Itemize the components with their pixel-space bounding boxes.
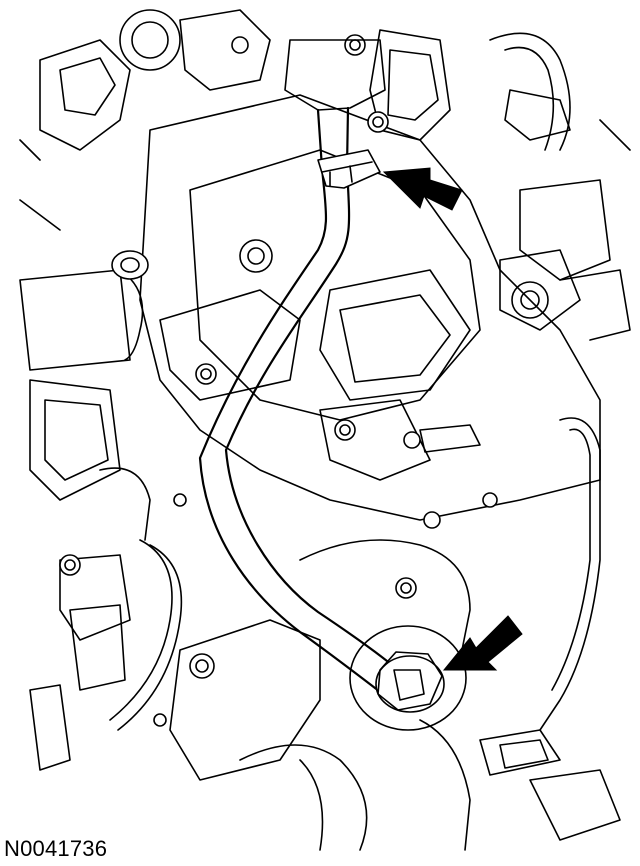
- engine-block-outlines: [19, 9, 631, 851]
- upper-tube-nut: [317, 149, 381, 189]
- figure-id-label: N0041736: [4, 836, 108, 861]
- lower-fitting-arrow: [442, 615, 523, 671]
- lower-tube-nut: [349, 625, 467, 731]
- bent-tube: [198, 39, 412, 707]
- upper-fitting-arrow: [382, 167, 463, 211]
